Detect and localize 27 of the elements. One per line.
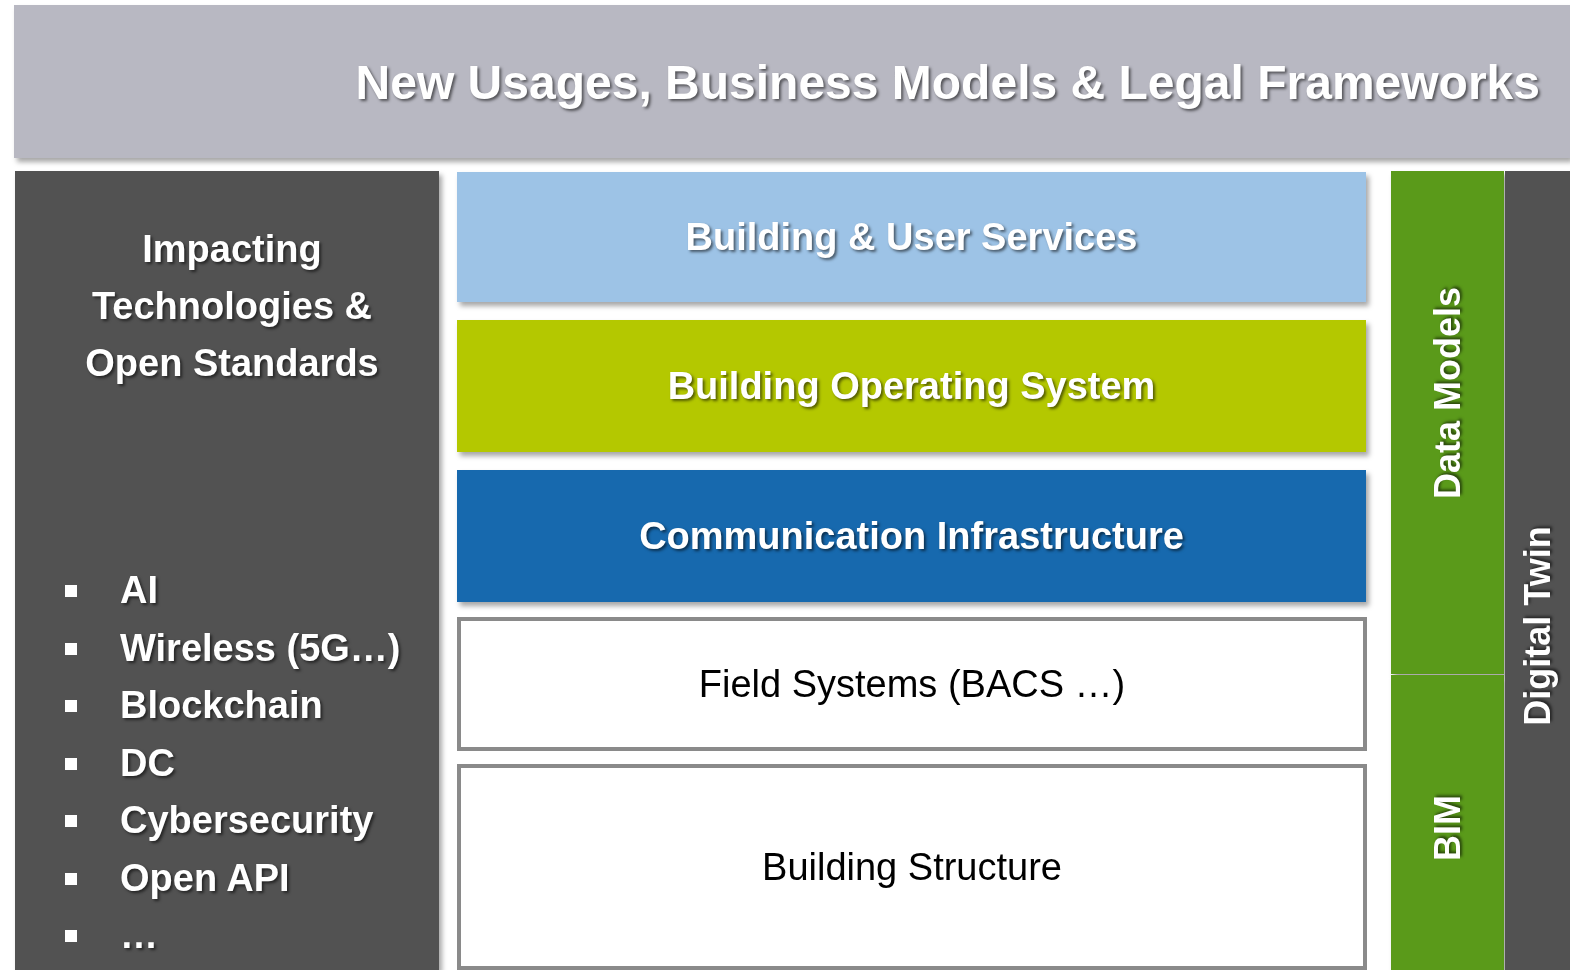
list-item: Wireless (5G…) <box>120 625 401 671</box>
layer-label: BIM <box>1426 794 1469 861</box>
vertical-band <box>1391 675 1504 970</box>
layer-box <box>457 470 1366 602</box>
list-item: AI <box>120 568 158 613</box>
layer-label: Data Models <box>1426 286 1469 499</box>
layer-box <box>457 617 1367 751</box>
layer-label: Building Structure <box>762 845 1062 889</box>
layer-box <box>457 320 1366 452</box>
layer-box <box>457 764 1367 970</box>
vertical-band <box>1505 171 1570 970</box>
header-band <box>14 5 1570 158</box>
layer-label: Building & User Services <box>685 215 1138 259</box>
layer-box <box>457 172 1366 302</box>
list-item: Cybersecurity <box>120 798 374 843</box>
layer-label: New Usages, Business Models & Legal Frameworks <box>354 54 1540 109</box>
list-item: DC <box>120 740 175 786</box>
layer-label: Communication Infrastructure <box>639 514 1184 558</box>
vertical-band <box>1391 171 1504 674</box>
list-item: Blockchain <box>120 683 323 728</box>
side-panel <box>15 171 439 970</box>
layer-label: Digital Twin <box>1516 525 1559 726</box>
panel-heading: Impacting Technologies & Open Standards <box>84 227 380 386</box>
layer-label: Building Operating System <box>667 364 1156 408</box>
list-item: Open API <box>120 855 290 901</box>
layer-label: Field Systems (BACS …) <box>698 662 1126 706</box>
list-item: … <box>120 913 158 958</box>
